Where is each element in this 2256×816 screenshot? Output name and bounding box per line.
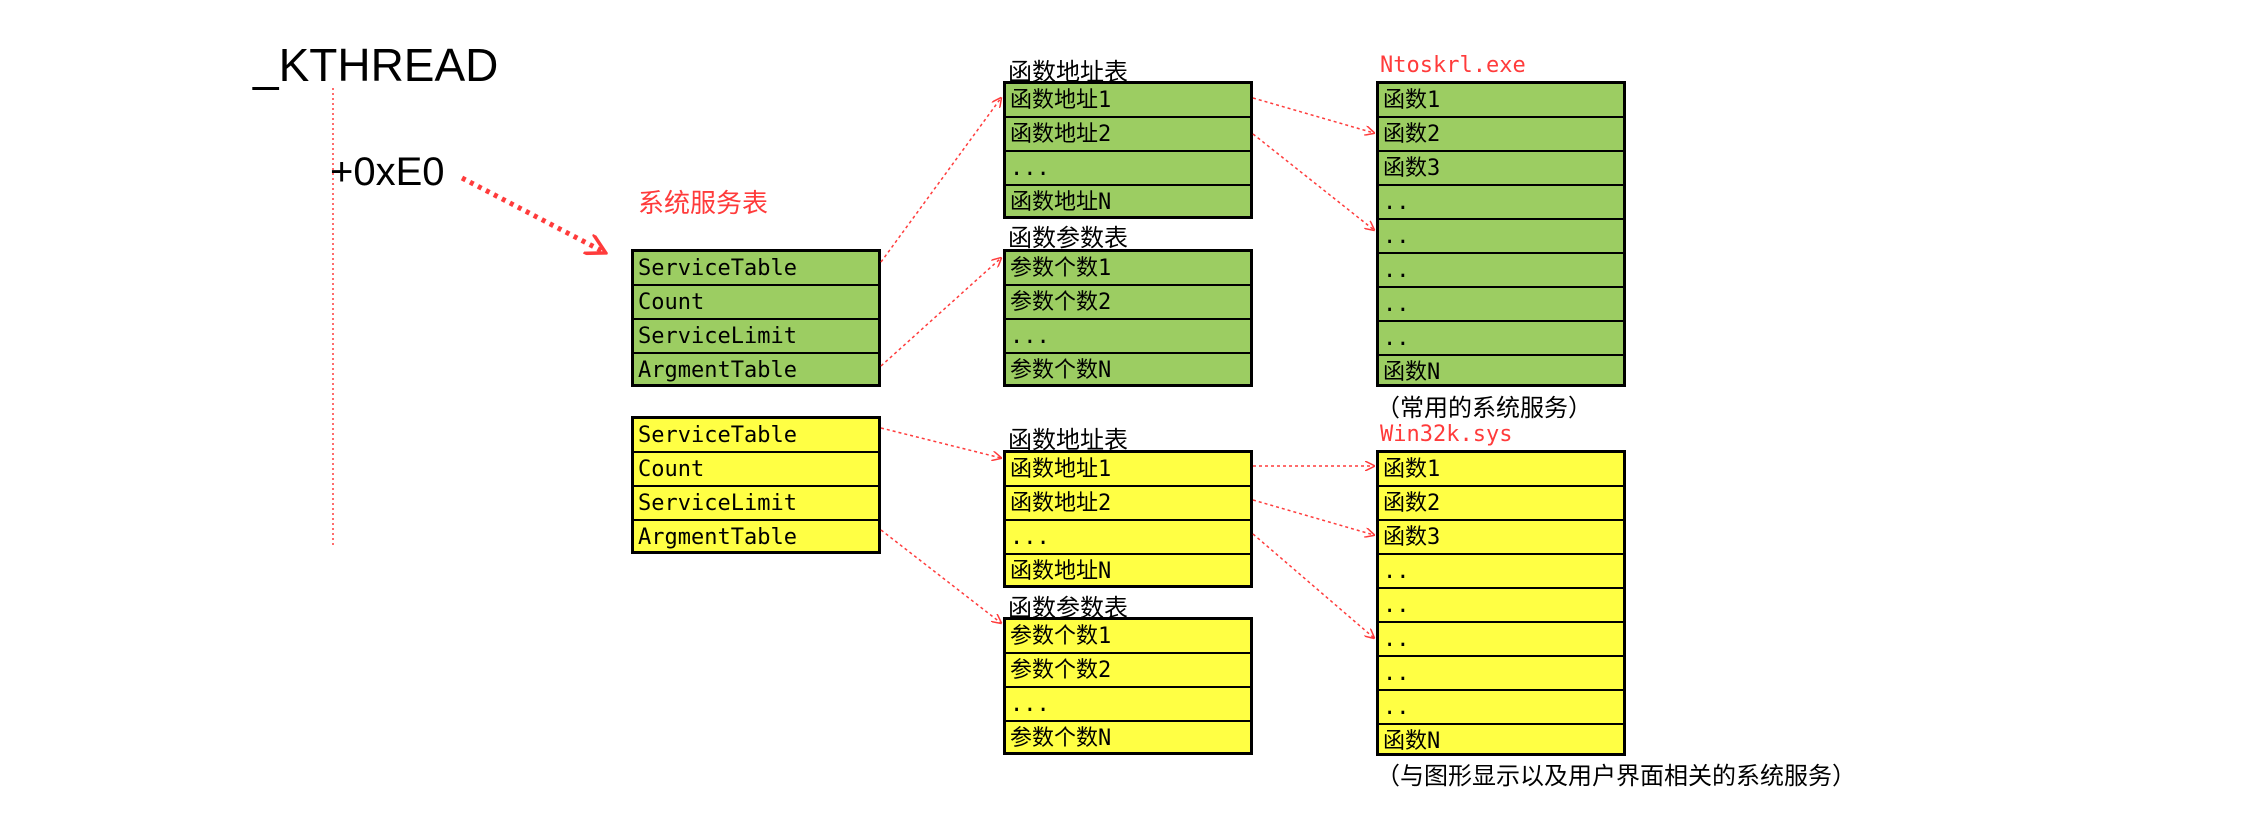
win32k-param-table: 参数个数1 参数个数2 ... 参数个数N bbox=[1003, 617, 1253, 755]
ntoskrnl-param-table-title: 函数参数表 bbox=[1008, 224, 1128, 252]
descriptor-row: ServiceLimit bbox=[634, 320, 878, 354]
arrow-addrN-to-func-y bbox=[1252, 533, 1374, 638]
param-row: 参数个数2 bbox=[1006, 654, 1250, 688]
function-row: 函数1 bbox=[1379, 453, 1623, 487]
function-row: 函数2 bbox=[1379, 118, 1623, 152]
function-row: .. bbox=[1379, 623, 1623, 657]
descriptor-row: ServiceTable bbox=[634, 252, 878, 286]
function-row: 函数3 bbox=[1379, 152, 1623, 186]
win32k-caption: （与图形显示以及用户界面相关的系统服务） bbox=[1376, 762, 1856, 790]
win32k-addr-table-title: 函数地址表 bbox=[1008, 426, 1128, 454]
ntoskrnl-caption: （常用的系统服务） bbox=[1376, 394, 1592, 422]
ntoskrnl-service-descriptor: ServiceTable Count ServiceLimit ArgmentT… bbox=[631, 249, 881, 387]
descriptor-row: Count bbox=[634, 453, 878, 487]
arrow-argment-to-param bbox=[880, 258, 1001, 367]
arrow-argment-to-param-y bbox=[880, 529, 1001, 623]
function-row: 函数1 bbox=[1379, 84, 1623, 118]
arrow-servicetable-to-addr bbox=[880, 98, 1001, 263]
arrow-addr1-to-func2 bbox=[1252, 97, 1374, 133]
addr-row: 函数地址1 bbox=[1006, 84, 1250, 118]
function-row: .. bbox=[1379, 288, 1623, 322]
function-row: 函数2 bbox=[1379, 487, 1623, 521]
addr-row: 函数地址2 bbox=[1006, 118, 1250, 152]
win32k-addr-table: 函数地址1 函数地址2 ... 函数地址N bbox=[1003, 450, 1253, 588]
function-row: 函数3 bbox=[1379, 521, 1623, 555]
addr-row: 函数地址N bbox=[1010, 190, 1112, 215]
descriptor-row: ArgmentTable bbox=[638, 525, 797, 550]
addr-row: ... bbox=[1006, 521, 1250, 555]
function-row: 函数N bbox=[1383, 360, 1441, 385]
arrow-addr2-to-func bbox=[1252, 133, 1374, 230]
addr-row: 函数地址N bbox=[1010, 559, 1112, 584]
arrow-servicetable-to-addr-y bbox=[880, 427, 1001, 458]
function-row: .. bbox=[1379, 220, 1623, 254]
param-row: 参数个数2 bbox=[1006, 286, 1250, 320]
kthread-title: _KTHREAD bbox=[253, 39, 499, 91]
descriptor-row: ServiceTable bbox=[634, 419, 878, 453]
param-row: 参数个数N bbox=[1010, 358, 1112, 383]
function-row: .. bbox=[1379, 186, 1623, 220]
addr-row: ... bbox=[1006, 152, 1250, 186]
win32k-function-table: 函数1 函数2 函数3 .. .. .. .. .. 函数N bbox=[1376, 450, 1626, 756]
ntoskrnl-param-table: 参数个数1 参数个数2 ... 参数个数N bbox=[1003, 249, 1253, 387]
param-row: 参数个数N bbox=[1010, 726, 1112, 751]
kthread-offset: +0xE0 bbox=[330, 150, 445, 194]
ntoskrnl-module-name: Ntoskrl.exe bbox=[1380, 53, 1526, 78]
function-row: .. bbox=[1379, 322, 1623, 356]
ntoskrnl-function-table: 函数1 函数2 函数3 .. .. .. .. .. 函数N bbox=[1376, 81, 1626, 387]
arrow-addr2-to-func3-y bbox=[1252, 499, 1374, 535]
function-row: .. bbox=[1379, 589, 1623, 623]
descriptor-row: ArgmentTable bbox=[638, 358, 797, 383]
param-row: ... bbox=[1006, 688, 1250, 722]
addr-row: 函数地址1 bbox=[1006, 453, 1250, 487]
win32k-module-name: Win32k.sys bbox=[1380, 422, 1513, 447]
descriptor-row: ServiceLimit bbox=[634, 487, 878, 521]
ntoskrnl-addr-table: 函数地址1 函数地址2 ... 函数地址N bbox=[1003, 81, 1253, 219]
offset-arrow bbox=[460, 175, 604, 252]
function-row: .. bbox=[1379, 254, 1623, 288]
descriptor-row: Count bbox=[634, 286, 878, 320]
addr-row: 函数地址2 bbox=[1006, 487, 1250, 521]
function-row: .. bbox=[1379, 657, 1623, 691]
function-row: .. bbox=[1379, 555, 1623, 589]
function-row: .. bbox=[1379, 691, 1623, 725]
param-row: 参数个数1 bbox=[1006, 620, 1250, 654]
param-row: ... bbox=[1006, 320, 1250, 354]
function-row: 函数N bbox=[1383, 729, 1441, 754]
win32k-service-descriptor: ServiceTable Count ServiceLimit ArgmentT… bbox=[631, 416, 881, 554]
service-table-label: 系统服务表 bbox=[638, 189, 769, 219]
param-row: 参数个数1 bbox=[1006, 252, 1250, 286]
